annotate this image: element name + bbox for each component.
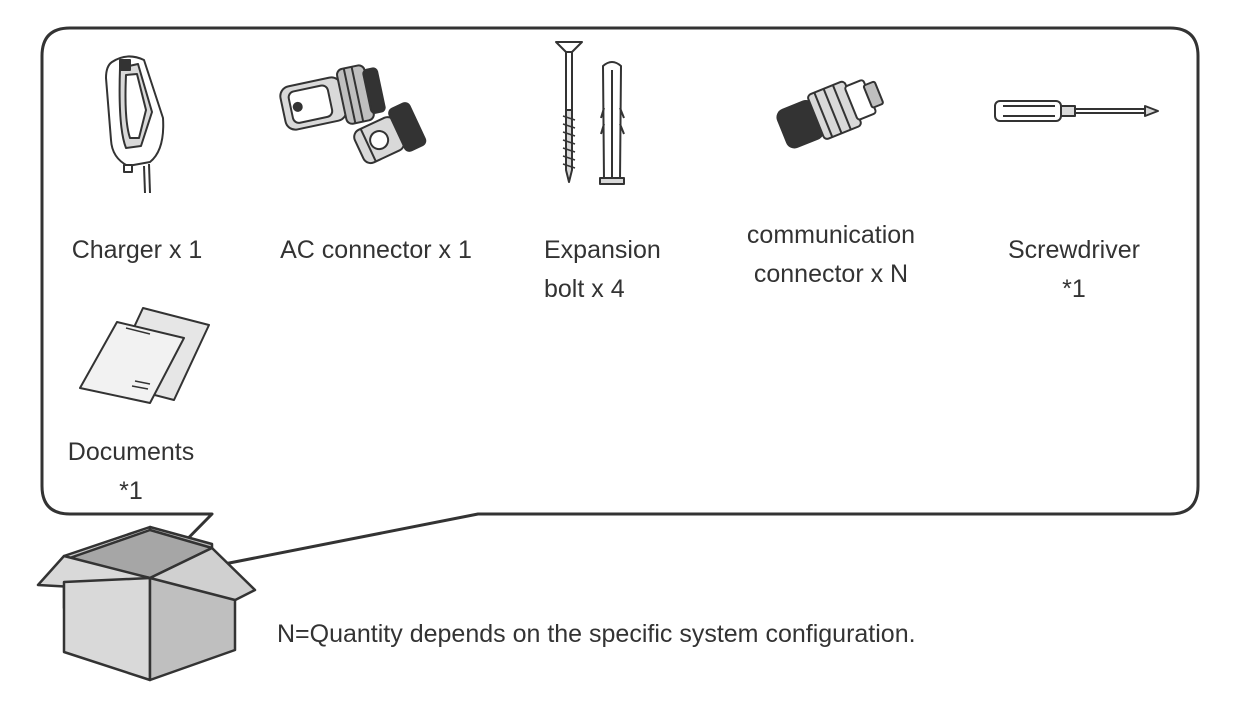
item-label-communication-connector: communication connector x N xyxy=(726,216,936,294)
item-label-expansion-bolt: Expansion bolt x 4 xyxy=(544,231,684,309)
open-box-icon xyxy=(36,525,257,682)
communication-connector-label-line1: communication xyxy=(746,221,916,249)
ac-connector-icon xyxy=(279,64,427,165)
communication-connector-icon xyxy=(776,79,884,149)
expansion-bolt-label-line1: Expansion xyxy=(544,236,661,264)
callout-bubble xyxy=(40,26,1200,581)
documents-label-line1: Documents xyxy=(67,438,195,466)
expansion-bolt-icon xyxy=(555,41,625,185)
communication-connector-label-line2: connector x N xyxy=(753,260,909,288)
item-label-documents: Documents *1 xyxy=(56,433,206,511)
quantity-footnote: N=Quantity depends on the specific syste… xyxy=(277,620,916,648)
wall-charger-icon xyxy=(105,55,165,194)
documents-label-line2: *1 xyxy=(119,477,143,505)
expansion-bolt-label-line2: bolt x 4 xyxy=(544,275,625,303)
ac-connector-label: AC connector x 1 xyxy=(280,236,472,264)
screwdriver-icon xyxy=(994,100,1159,122)
screwdriver-label-line2: *1 xyxy=(1062,275,1086,303)
screwdriver-label-line1: Screwdriver xyxy=(1008,236,1140,264)
item-label-charger: Charger x 1 xyxy=(62,231,212,270)
item-label-ac-connector: AC connector x 1 xyxy=(266,231,486,270)
item-label-screwdriver: Screwdriver *1 xyxy=(994,231,1154,309)
charger-label: Charger x 1 xyxy=(71,236,203,264)
documents-icon xyxy=(79,307,210,404)
